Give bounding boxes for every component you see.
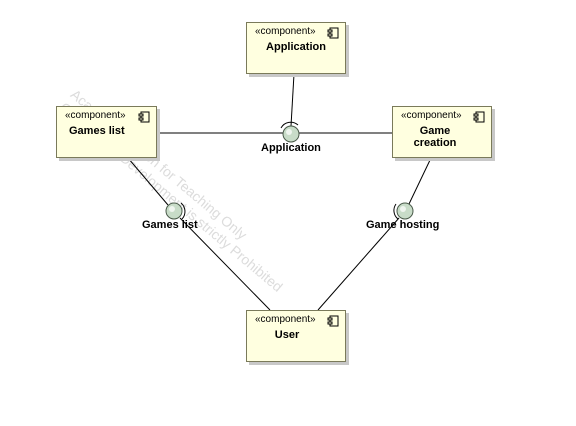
connector-game-creation-to-game-hosting-interface [408,157,432,205]
component-icon [327,315,339,327]
component-icon [327,27,339,39]
component-icon [138,111,150,123]
component-name: User [274,329,300,341]
component-name-line-1: Game [419,125,451,137]
connector-game-hosting-interface-to-user [317,217,400,311]
component-stereotype: «component» [255,314,316,325]
connector-games-list-to-games-list-interface [127,157,169,206]
games-list-interface-symbol [165,202,186,220]
connector-games-list-interface-to-user [179,217,271,311]
interface-label-application: Application [261,142,321,154]
component-stereotype: «component» [401,110,462,121]
game-hosting-interface-symbol [393,202,414,220]
component-application[interactable]: «component» Application [246,22,346,74]
component-stereotype: «component» [65,110,126,121]
component-stereotype: «component» [255,26,316,37]
interface-label-game-hosting: Game hosting [366,219,440,231]
interface-label-games-list: Games list [142,219,198,231]
component-icon [473,111,485,123]
application-interface-symbol [280,121,300,143]
component-user[interactable]: «component» User [246,310,346,362]
component-name: Application [266,41,326,53]
component-name: Games list [69,125,125,137]
connector-application-to-interface [290,73,295,127]
component-games-list[interactable]: «component» Games list [56,106,157,158]
component-game-creation[interactable]: «component» Game creation [392,106,492,158]
component-name-line-2: creation [413,137,457,149]
